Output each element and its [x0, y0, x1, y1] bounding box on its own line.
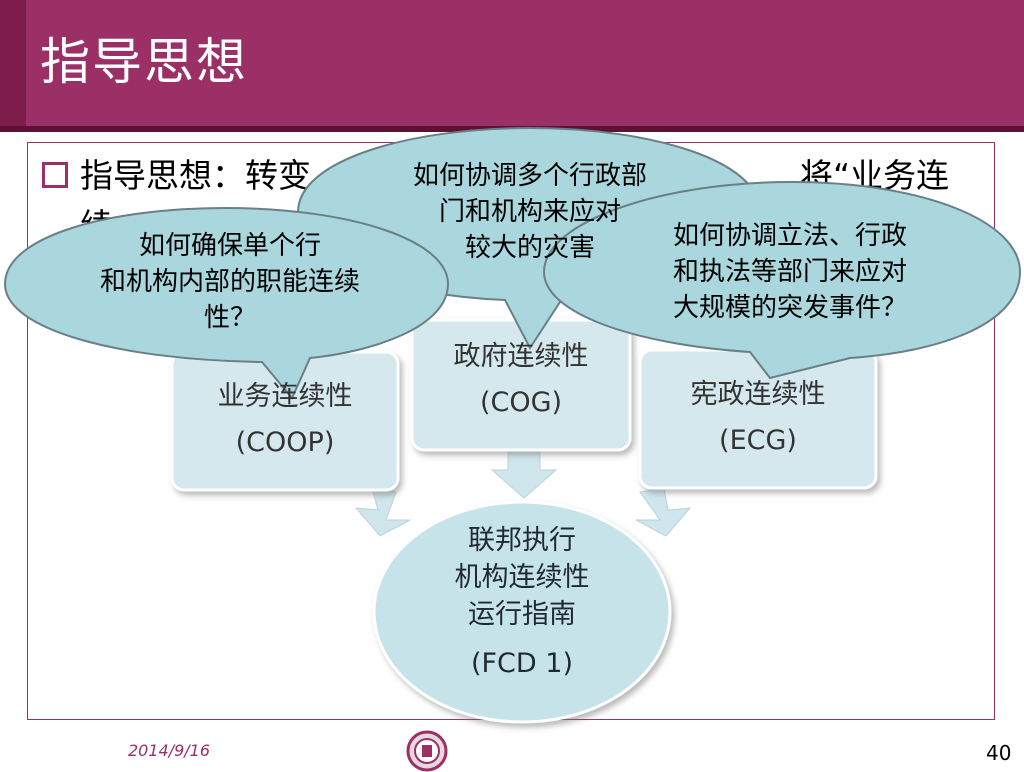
left-bubble [3, 206, 450, 400]
coop-box-text: 业务连续性 (COOP) [172, 374, 398, 466]
cog-box-text: 政府连续性 (COG) [412, 334, 630, 426]
right-bubble-line-1: 如何协调立法、行政 [672, 221, 907, 251]
right-bubble [542, 180, 1022, 380]
title-bar-accent [0, 0, 26, 132]
bullet-text: 指导思想：转变 [42, 156, 311, 196]
bullet-prefix: 指导思想：转变 [80, 156, 311, 195]
ecg-label: 宪政连续性 [690, 379, 826, 410]
fcd-line-2: 机构连续性 [454, 562, 590, 593]
left-bubble-text: 如何确保单个行 和机构内部的职能连续 性？ [40, 228, 420, 336]
middle-bubble-text: 如何协调多个行政部 门和机构来应对 较大的灾害 [320, 158, 740, 266]
ecg-code: (ECG) [719, 425, 797, 456]
page-number: 40 [986, 741, 1012, 765]
right-bubble-line-2: 和执法等部门来应对 [672, 257, 907, 287]
coop-code: (COOP) [235, 427, 335, 458]
middle-bubble-line-2: 门和机构来应对 [438, 197, 621, 227]
left-bubble-line-1: 如何确保单个行 [138, 231, 321, 261]
fcd-circle [372, 500, 672, 724]
fcd-code: (FCD 1) [470, 648, 573, 679]
coop-label: 业务连续性 [217, 381, 353, 412]
arrow-coop-to-fcd [354, 487, 411, 537]
middle-bubble-line-3: 较大的灾害 [464, 233, 595, 263]
arrow-ecg-to-fcd [635, 487, 692, 537]
right-bubble-line-3: 大规模的突发事件？ [672, 293, 907, 323]
ecg-box-text: 宪政连续性 (ECG) [640, 372, 876, 464]
right-bubble-text: 如何协调立法、行政 和执法等部门来应对 大规模的突发事件？ [580, 218, 1000, 326]
middle-bubble-line-1: 如何协调多个行政部 [412, 161, 647, 191]
fcd-line-1: 联邦执行 [468, 525, 576, 556]
arrow-cog-to-fcd [490, 449, 558, 499]
cog-label: 政府连续性 [453, 341, 589, 372]
left-bubble-line-3: 性？ [203, 303, 256, 333]
fcd-circle-text: 联邦执行 机构连续性 运行指南 (FCD 1) [374, 522, 670, 682]
bullet-square-icon [42, 161, 68, 188]
fcd-line-3: 运行指南 [468, 599, 576, 630]
left-bubble-line-2: 和机构内部的职能连续 [99, 267, 360, 297]
slide-title: 指导思想 [40, 33, 248, 91]
university-seal-icon [406, 730, 448, 772]
title-bar [0, 0, 1024, 126]
footer-date: 2014/9/16 [128, 741, 211, 760]
middle-bubble [296, 126, 762, 350]
cog-code: (COG) [479, 387, 563, 418]
